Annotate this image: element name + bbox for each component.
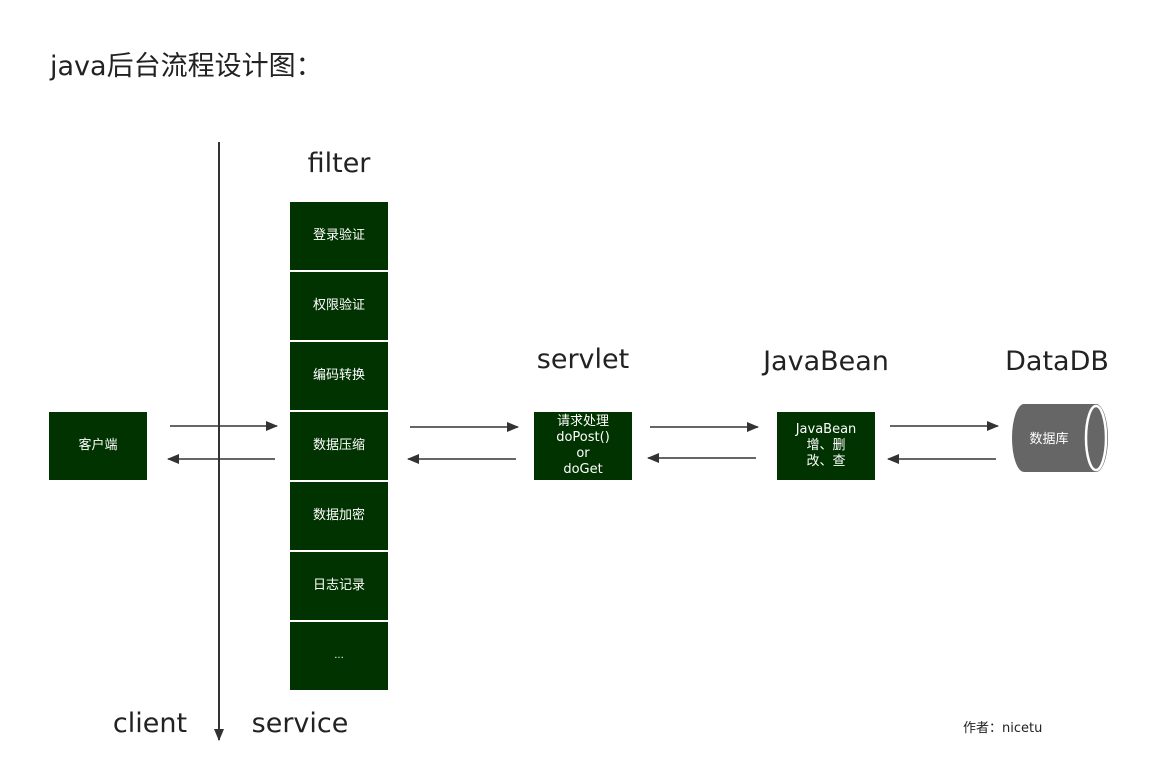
filter-cell-label: 数据压缩 (312, 438, 365, 453)
filter-label: filter (307, 148, 371, 179)
datadb-label: DataDB (1005, 346, 1109, 377)
database-cylinder: 数据库 (1012, 404, 1108, 472)
filter-cell-label: ... (334, 650, 344, 661)
servlet-box-line: 请求处理 (556, 414, 609, 429)
filter-cell-label: 数据加密 (312, 508, 365, 523)
filter-cell-permission: 权限验证 (290, 272, 388, 340)
diagram-title: java后台流程设计图： (50, 51, 323, 82)
database-label: 数据库 (1029, 431, 1068, 447)
service-label: service (251, 708, 349, 739)
filter-cell-label: 日志记录 (312, 578, 365, 593)
filter-cell-more: ... (290, 622, 388, 690)
javabean-box-line: 改、查 (806, 454, 846, 469)
filter-cell-compression: 数据压缩 (290, 412, 388, 480)
filter-cell-encryption: 数据加密 (290, 482, 388, 550)
javabean-label: JavaBean (763, 346, 889, 377)
servlet-box-line: or (576, 446, 590, 461)
filter-cell-logging: 日志记录 (290, 552, 388, 620)
servlet-label: servlet (536, 344, 630, 375)
filter-cell-login: 登录验证 (290, 202, 388, 270)
client-box-label: 客户端 (78, 438, 118, 453)
servlet-box: 请求处理 doPost() or doGet (534, 412, 632, 480)
javabean-box-line: 增、删 (806, 438, 846, 453)
filter-cell-label: 编码转换 (312, 368, 365, 383)
filter-cell-encoding: 编码转换 (290, 342, 388, 410)
author-credit: 作者：nicetu (963, 721, 1043, 736)
filter-cell-label: 权限验证 (312, 298, 365, 313)
servlet-box-line: doPost() (556, 430, 610, 445)
javabean-box: JavaBean 增、删 改、查 (777, 412, 875, 480)
filter-cell-label: 登录验证 (312, 228, 365, 243)
client-box: 客户端 (49, 412, 147, 480)
servlet-box-line: doGet (563, 462, 603, 477)
client-label: client (112, 708, 188, 739)
javabean-box-line: JavaBean (795, 422, 857, 437)
